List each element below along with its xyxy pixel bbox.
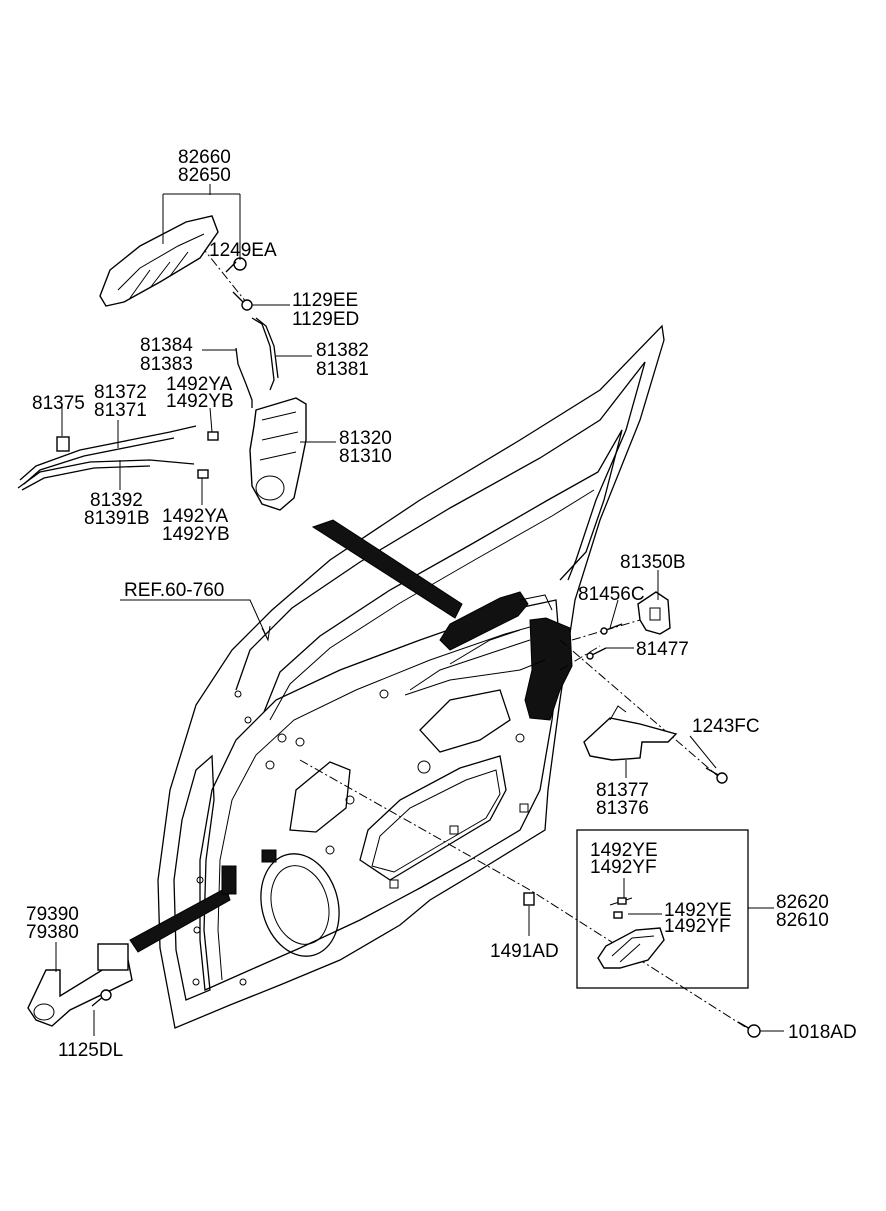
bolt-1018AD [737,1021,761,1038]
label-81392: 81392 [90,490,143,511]
part-number-labels: 82660 82650 1249EA 1129EE 1129ED 81384 8… [26,147,857,1061]
cable-81371 [19,425,197,485]
bolt-81477 [586,647,607,660]
latch-81310 [249,397,307,511]
label-82610: 82610 [776,910,829,931]
label-81377: 81377 [596,780,649,801]
leaders-lower-left [55,942,95,1036]
label-81320: 81320 [339,428,392,449]
label-81384: 81384 [140,335,193,356]
label-1492YF-lower: 1492YF [664,916,731,937]
bolt-1249EA [225,257,247,273]
label-81350B: 81350B [620,552,686,573]
label-81477: 81477 [636,639,689,660]
label-1492YA-upper: 1492YA [166,374,233,395]
cable-81391B [17,459,195,491]
bracket-81376 [583,705,678,761]
internal-cables [404,594,553,696]
label-1129EE: 1129EE [292,290,358,311]
label-81375: 81375 [32,393,85,414]
label-1492YE-upper: 1492YE [590,840,658,861]
pointer-arrow-lower [129,887,231,953]
outside-handle-part [99,215,219,307]
label-1492YB-upper: 1492YB [166,391,234,412]
label-1243FC: 1243FC [692,716,760,737]
label-82660: 82660 [178,147,231,168]
leaders-upper-left [61,184,336,505]
label-82620: 82620 [776,892,829,913]
clip-81375 [56,436,70,452]
door-panel [157,324,665,1029]
label-81382: 81382 [316,340,369,361]
label-79380: 79380 [26,922,79,943]
label-81376: 81376 [596,798,649,819]
checker-bracket-installed [261,849,277,863]
pointer-arrow-upper [311,519,463,619]
clip-1492YA-upper [207,431,219,441]
bolt-1243FC [705,767,728,784]
clip-1491AD [523,892,535,906]
label-82650: 82650 [178,165,231,186]
door-checker-79380 [27,943,133,1027]
label-1129ED: 1129ED [292,309,359,330]
label-1492YA-lower: 1492YA [162,506,229,527]
bolt-1129EE [232,291,253,311]
label-1492YF-upper: 1492YF [590,857,657,878]
clip-1492YE-lower [613,911,623,919]
label-1125DL: 1125DL [58,1040,123,1061]
label-81383: 81383 [140,354,193,375]
label-1249EA: 1249EA [209,240,277,261]
label-81381: 81381 [316,359,369,380]
label-79390: 79390 [26,904,79,925]
clip-1492YA-lower [197,469,209,479]
leaders-right [528,570,784,1032]
clip-1492YE-upper [617,897,627,905]
label-81310: 81310 [339,446,392,467]
label-81371: 81371 [94,400,147,421]
label-1491AD: 1491AD [490,941,559,962]
bolt-81456C [600,623,623,635]
latch-installed [524,617,573,721]
label-81391B: 81391B [84,508,150,529]
door-check-installed [221,865,237,895]
label-ref-60-760: REF.60-760 [124,580,224,601]
label-1492YE-lower: 1492YE [664,900,732,921]
inside-handle-82610 [597,927,665,969]
label-1018AD: 1018AD [788,1022,857,1043]
ref-leader [120,599,271,642]
inside-handle-box [576,829,749,989]
bolt-1125DL [91,989,112,1007]
rod-81382 [251,317,279,391]
outer-handle-installed [439,591,529,651]
label-81456C: 81456C [578,584,645,605]
label-81372: 81372 [94,382,147,403]
label-1492YB-lower: 1492YB [162,524,230,545]
rod-81384 [235,347,253,408]
assembly-centerlines [189,231,751,1031]
